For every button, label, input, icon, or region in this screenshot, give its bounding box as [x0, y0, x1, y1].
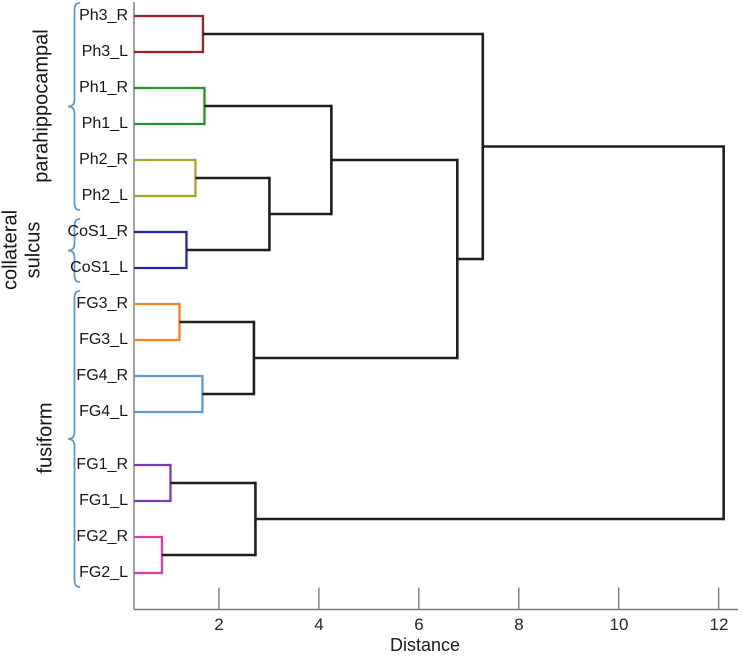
group-bracket [67, 290, 81, 588]
x-tick-label-6: 6 [414, 615, 424, 634]
x-tick-label-4: 4 [314, 615, 324, 634]
leaf-label-fg4-r: FG4_R [76, 367, 128, 384]
group-label-collateral: collateral [0, 209, 22, 291]
group-label-fusiform: fusiform [34, 402, 57, 474]
leaf-label-fg1-l: FG1_L [79, 492, 128, 509]
leaf-label-cos1-r: CoS1_R [67, 223, 128, 240]
x-tick-label-2: 2 [214, 615, 224, 634]
group-bracket [67, 2, 81, 211]
group-label-parahippocampal: parahippocampal [30, 29, 53, 183]
group-label-sulcus: sulcus [22, 221, 45, 279]
leaf-label-fg2-r: FG2_R [76, 528, 128, 545]
leaf-label-fg1-r: FG1_R [76, 456, 128, 473]
x-tick-label-10: 10 [609, 615, 629, 634]
leaf-label-fg3-l: FG3_L [79, 331, 128, 348]
leaf-label-fg4-l: FG4_L [79, 403, 128, 420]
leaf-label-fg2-l: FG2_L [79, 564, 128, 581]
x-axis-title: Distance [389, 635, 461, 655]
x-tick-label-8: 8 [514, 615, 524, 634]
leaf-label-ph2-l: Ph2_L [81, 187, 128, 204]
leaf-label-ph1-r: Ph1_R [79, 79, 128, 96]
leaf-label-fg3-r: FG3_R [76, 295, 128, 312]
leaf-label-ph2-r: Ph2_R [79, 151, 128, 168]
x-tick-label-12: 12 [709, 615, 729, 634]
leaf-label-ph3-r: Ph3_R [79, 7, 128, 24]
leaf-label-ph1-l: Ph1_L [81, 115, 128, 132]
leaf-label-ph3-l: Ph3_L [81, 43, 128, 60]
group-bracket [67, 218, 81, 283]
leaf-label-cos1-l: CoS1_L [70, 259, 128, 276]
